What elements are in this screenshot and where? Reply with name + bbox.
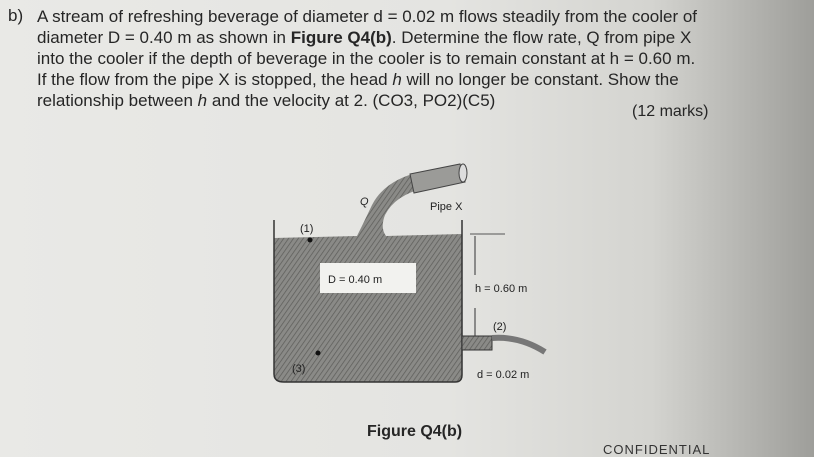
confidential-footer: CONFIDENTIAL — [603, 442, 711, 457]
diameter-label: D = 0.40 m — [328, 274, 382, 286]
question-line-2: diameter D = 0.40 m as shown in Figure Q… — [37, 28, 692, 47]
outlet-diameter-label: d = 0.02 m — [477, 369, 529, 381]
point-2-label: (2) — [493, 321, 506, 333]
outlet-pipe — [461, 335, 493, 351]
point-3-label: (3) — [292, 363, 305, 375]
figure-caption: Figure Q4(b) — [367, 423, 463, 440]
marks-label: (12 marks) — [632, 103, 709, 120]
pipe-x-label: Pipe X — [430, 201, 463, 213]
tank-wall — [273, 220, 463, 383]
cooler-diagram: D = 0.40 m h = 0.60 m (2) d = 0.02 m Q P… — [273, 163, 547, 383]
flow-rate-label: Q — [360, 196, 369, 208]
question-line-4: If the flow from the pipe X is stopped, … — [37, 70, 679, 89]
pipe-x — [409, 163, 466, 194]
question-label: b) — [8, 6, 24, 25]
question-text: A stream of refreshing beverage of diame… — [37, 6, 707, 111]
point-1-label: (1) — [300, 223, 313, 235]
head-label: h = 0.60 m — [475, 283, 527, 295]
figure-reference: Figure Q4(b) — [290, 28, 392, 47]
question-line-1: A stream of refreshing beverage of diame… — [37, 7, 698, 26]
question-line-5: relationship between h and the velocity … — [37, 91, 496, 110]
question-line-3: into the cooler if the depth of beverage… — [37, 49, 696, 68]
outlet-stream — [491, 334, 547, 355]
